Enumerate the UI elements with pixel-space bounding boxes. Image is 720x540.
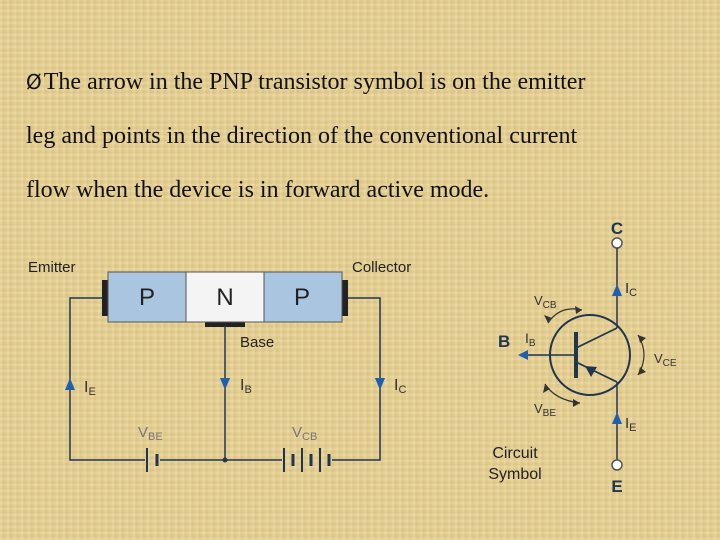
base-terminal (205, 321, 245, 327)
collector-label: Collector (352, 259, 411, 276)
arrow-bullet-icon: Ø (26, 70, 42, 94)
base-label: Base (240, 334, 274, 351)
symbol-vce-label: VCE (654, 351, 677, 369)
junction-dot (222, 457, 228, 463)
terminal-c-label: C (611, 219, 623, 238)
symbol-vbe-label: VBE (534, 401, 556, 419)
line-3: flow when the device is in forward activ… (26, 177, 490, 203)
terminal-b-label: B (498, 332, 510, 351)
ie-arrow-icon (65, 378, 75, 390)
collector-terminal (340, 280, 348, 316)
block-diagram: Emitter Collector P N P Base IE IB IC (28, 259, 411, 472)
vcb-battery-icon (283, 448, 331, 472)
terminal-c-icon (611, 237, 623, 249)
n-region-base (185, 271, 265, 323)
emitter-arrow-icon (585, 366, 597, 377)
emitter-label: Emitter (28, 259, 76, 276)
circuit-symbol-caption-1: Circuit (492, 445, 538, 462)
region-p-right-label: P (294, 284, 310, 311)
vbe-battery-icon (146, 448, 159, 472)
ic-label: IC (394, 377, 406, 396)
emitter-terminal (102, 280, 110, 316)
ib-symbol-arrow-icon (518, 350, 528, 360)
vbe-label: VBE (138, 424, 163, 443)
vcb-label: VCB (292, 424, 317, 443)
ib-arrow-icon (220, 378, 230, 390)
ib-label: IB (240, 377, 252, 396)
text-line-1: ØThe arrow in the PNP transistor symbol … (26, 55, 701, 109)
symbol-ib-label: IB (525, 330, 536, 349)
ie-label: IE (84, 379, 96, 398)
ic-arrow-icon (375, 378, 385, 390)
p-region-collector (263, 271, 343, 323)
symbol-ie-label: IE (625, 415, 637, 434)
p-region-emitter (107, 271, 187, 323)
circuit-symbol: C IC B IB IE E VCB VBE VCE Circuit (488, 219, 677, 496)
circuit-symbol-caption-2: Symbol (488, 466, 541, 483)
symbol-ic-label: IC (625, 280, 637, 299)
ic-symbol-arrow-icon (612, 284, 622, 296)
line-1: The arrow in the PNP transistor symbol i… (43, 69, 586, 95)
slide-text: ØThe arrow in the PNP transistor symbol … (26, 55, 701, 217)
line-2: leg and points in the direction of the c… (26, 123, 578, 149)
region-n-label: N (216, 284, 233, 311)
terminal-e-label: E (611, 477, 622, 496)
terminal-e-icon (611, 459, 623, 471)
ie-symbol-arrow-icon (612, 412, 622, 424)
region-p-left-label: P (139, 284, 155, 311)
symbol-vcb-label: VCB (534, 293, 557, 311)
